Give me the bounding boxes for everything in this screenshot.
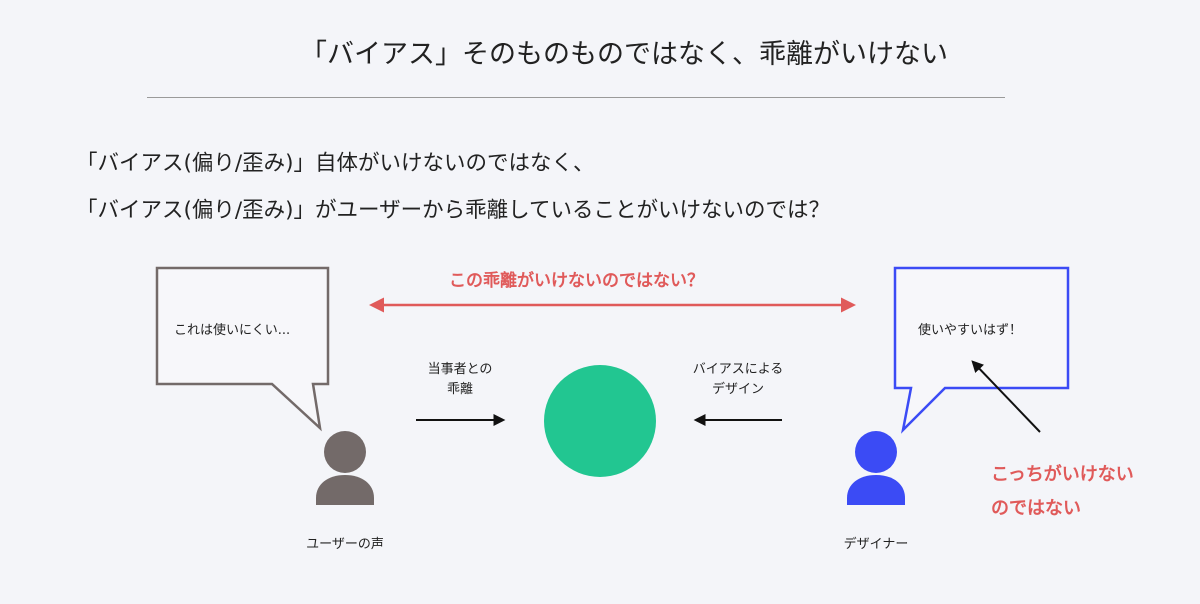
page-title: 「バイアス」そのものものではなく、乖離がいけない <box>300 39 948 70</box>
user-person-icon <box>316 431 374 505</box>
designer-speech-bubble <box>893 266 1070 434</box>
designer-bubble-text: 使いやすいはず！ <box>918 323 1023 338</box>
designer-name-label: デザイナー <box>843 537 909 552</box>
user-speech-bubble <box>155 266 330 432</box>
callout-line-2: のではない <box>991 498 1081 519</box>
right-arrow-label-line-1: バイアスによる <box>692 362 784 377</box>
user-bubble-text: これは使いにくい... <box>174 323 291 338</box>
callout-line-1: こっちがいけない <box>991 464 1134 485</box>
left-arrow-label: 当事者との 乖離 <box>410 360 510 400</box>
right-arrow-label: バイアスによる デザイン <box>678 360 798 400</box>
center-circle <box>544 365 656 477</box>
title-divider <box>147 97 1005 98</box>
user-name-label: ユーザーの声 <box>306 537 384 552</box>
gap-label: この乖離がいけないのではない？ <box>449 271 704 291</box>
designer-person-icon <box>847 431 905 505</box>
left-arrow-label-line-2: 乖離 <box>446 382 473 397</box>
callout-text: こっちがいけない のではない <box>991 458 1134 526</box>
body-line-2: 「バイアス(偏り/歪み)」がユーザーから乖離していることがいけないのでは？ <box>76 198 830 223</box>
right-arrow-label-line-2: デザイン <box>711 382 764 397</box>
left-arrow-label-line-1: 当事者との <box>427 362 493 377</box>
callout-arrow <box>971 360 1041 433</box>
body-line-1: 「バイアス(偏り/歪み)」自体がいけないのではなく、 <box>76 151 595 176</box>
